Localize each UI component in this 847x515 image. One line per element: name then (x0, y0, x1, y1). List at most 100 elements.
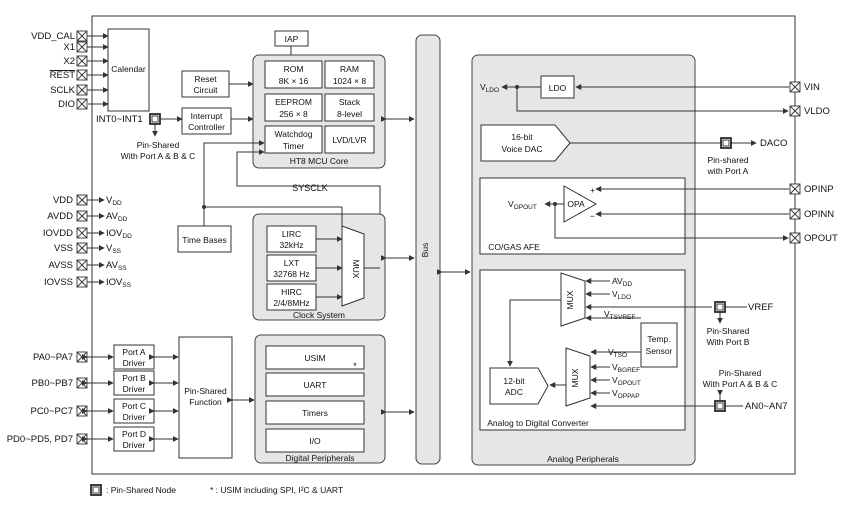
svg-text:Watchdog: Watchdog (275, 129, 313, 139)
int-label: INT0~INT1 (96, 114, 143, 125)
pin-x2: X2 (63, 56, 75, 67)
svg-text:Pin-shared: Pin-shared (707, 155, 748, 165)
pin-rest: REST (50, 70, 76, 81)
svg-text:AVSS: AVSS (106, 260, 127, 272)
lirc-block (266, 225, 317, 253)
clock-mux (341, 225, 365, 307)
svg-text:MUX: MUX (570, 368, 580, 387)
ram-block (324, 60, 375, 89)
svg-text:Function: Function (189, 397, 222, 407)
svg-text:VSS: VSS (54, 243, 73, 254)
svg-text:MUX: MUX (351, 260, 361, 279)
svg-text:Pin-Shared: Pin-Shared (184, 386, 227, 396)
stack-block (324, 93, 375, 122)
svg-text:Sensor: Sensor (646, 346, 673, 356)
svg-text:32kHz: 32kHz (279, 240, 303, 250)
svg-text:Pin-Shared: Pin-Shared (719, 368, 762, 378)
svg-text:Driver: Driver (123, 412, 146, 422)
svg-text:VDD: VDD (53, 195, 73, 206)
svg-text:PC0~PC7: PC0~PC7 (30, 406, 73, 417)
svg-text:32768 Hz: 32768 Hz (273, 269, 309, 279)
svg-text:Timers: Timers (302, 408, 328, 418)
sysclk-label: SYSCLK (292, 183, 328, 193)
power-pins: VDD AVDD IOVDD VSS AVSS IOVSS VDD AVDD I… (43, 194, 132, 289)
pin-x1: X1 (63, 42, 75, 53)
svg-text:Temp.: Temp. (647, 334, 670, 344)
calendar-label: Calendar (111, 64, 146, 74)
svg-text:LDO: LDO (549, 83, 567, 93)
pin-shared-node-icon (90, 484, 102, 496)
svg-text:Driver: Driver (123, 358, 146, 368)
svg-text:8-level: 8-level (337, 109, 362, 119)
pin-dio: DIO (58, 99, 75, 110)
svg-text:LXT: LXT (284, 258, 300, 268)
legend: : Pin-Shared Node * : USIM including SPI… (90, 484, 343, 496)
hirc-block (266, 283, 317, 311)
svg-text:AVDD: AVDD (612, 276, 632, 288)
svg-text:Reset: Reset (194, 74, 217, 84)
interrupt-controller-block (181, 107, 232, 135)
svg-text:*: * (353, 361, 357, 371)
digital-peripherals-label: Digital Peripherals (286, 453, 355, 463)
svg-text:AVDD: AVDD (106, 211, 128, 223)
svg-text:Port C: Port C (122, 401, 146, 411)
svg-text:Driver: Driver (123, 440, 146, 450)
pin-vldo: VLDO (804, 106, 830, 117)
pin-shared-function-block (178, 336, 233, 459)
svg-text:USIM: USIM (304, 353, 325, 363)
svg-text:Port A: Port A (122, 347, 145, 357)
clock-system-label: Clock System (293, 310, 345, 320)
svg-text:ROM: ROM (284, 64, 304, 74)
svg-text:Time Bases: Time Bases (182, 235, 227, 245)
pin-shared-node (149, 113, 161, 125)
pin-vdd-cal: VDD_CAL (31, 31, 75, 42)
pin-daco: DACO (760, 138, 787, 149)
io-block (265, 428, 365, 453)
svg-text:UART: UART (304, 380, 327, 390)
svg-text:VTSO: VTSO (608, 347, 627, 359)
svg-text:: Pin-Shared Node: : Pin-Shared Node (106, 485, 176, 495)
bus (415, 34, 441, 465)
mcu-core-label: HT8 MCU Core (290, 156, 349, 166)
svg-text:Port B: Port B (122, 373, 146, 383)
svg-text:OPA: OPA (567, 199, 585, 209)
svg-text:PB0~PB7: PB0~PB7 (32, 378, 73, 389)
port-c-driver (113, 398, 155, 424)
svg-text:Circuit: Circuit (193, 85, 218, 95)
svg-text:AVSS: AVSS (48, 260, 73, 271)
usim-block (265, 345, 365, 370)
svg-text:Port D: Port D (122, 429, 146, 439)
svg-text:VTSVREF: VTSVREF (604, 309, 635, 321)
svg-text:Timer: Timer (283, 141, 305, 151)
adc-group-label: Analog to Digital Converter (487, 418, 589, 428)
svg-text:VBGREF: VBGREF (612, 362, 640, 374)
port-d-driver (113, 426, 155, 452)
pin-vref: VREF (748, 302, 774, 313)
svg-text:VOPOUT: VOPOUT (508, 199, 537, 211)
svg-text:Stack: Stack (339, 97, 361, 107)
svg-text:PD0~PD5, PD7: PD0~PD5, PD7 (7, 434, 73, 445)
uart-block (265, 372, 365, 397)
adc-mux-1 (560, 272, 586, 327)
lvd-block (324, 125, 375, 154)
pin-opout: OPOUT (804, 233, 838, 244)
svg-text:12-bit: 12-bit (503, 376, 525, 386)
io-ports: PA0~PA7 PB0~PB7 PC0~PC7 PD0~PD5, PD7 Por… (7, 336, 255, 459)
pin-vin: VIN (804, 82, 820, 93)
svg-text:AVDD: AVDD (47, 211, 73, 222)
svg-text:LIRC: LIRC (282, 229, 301, 239)
bus-label: Bus (420, 243, 430, 258)
time-bases-block (177, 225, 232, 253)
svg-text:Driver: Driver (123, 384, 146, 394)
svg-text:with Port A: with Port A (707, 166, 749, 176)
svg-text:Voice DAC: Voice DAC (501, 144, 542, 154)
calendar-section: VDD_CAL X1 X2 REST SCLK DIO Calendar (31, 28, 150, 112)
rom-block (264, 60, 323, 89)
svg-text:MUX: MUX (565, 290, 575, 309)
svg-text:Pin-Shared: Pin-Shared (707, 326, 750, 336)
adc-block (489, 367, 549, 405)
co-gas-afe-group (479, 177, 686, 255)
afe-label: CO/GAS AFE (488, 242, 540, 252)
int-pin-shared-note: Pin-Shared (137, 140, 180, 150)
